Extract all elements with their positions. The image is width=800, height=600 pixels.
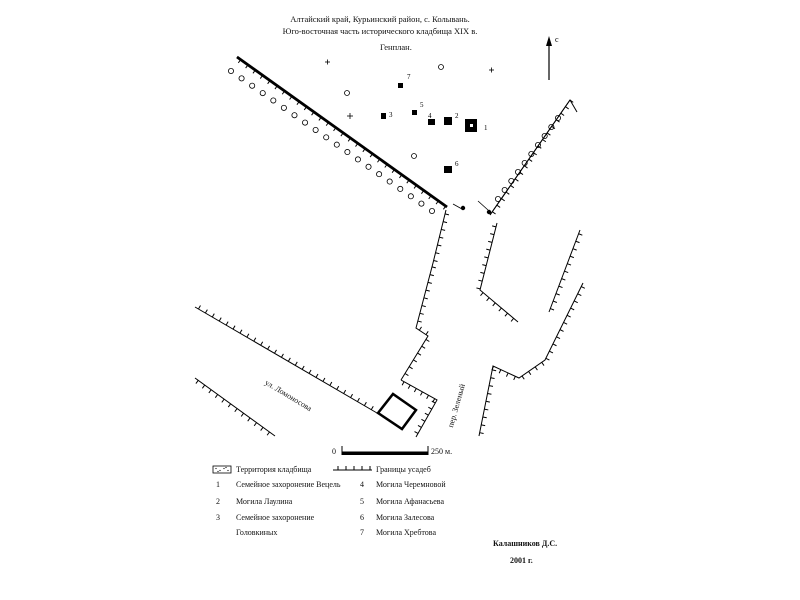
grave-label-2: 2 bbox=[455, 112, 459, 120]
grave-label-5: 5 bbox=[420, 101, 424, 109]
plan-title: Генплан. bbox=[380, 42, 412, 52]
cemetery-markers bbox=[325, 59, 494, 159]
north-label: с bbox=[555, 35, 559, 44]
grave-4 bbox=[428, 119, 435, 125]
legend-num-6: 6 bbox=[360, 513, 364, 522]
gate-marks bbox=[452, 200, 492, 215]
grave-label-7: 7 bbox=[407, 73, 411, 81]
scale-bar bbox=[341, 446, 429, 455]
estate-boundary-icon bbox=[333, 466, 372, 471]
estate-boundaries bbox=[194, 56, 586, 438]
grave-label-3: 3 bbox=[389, 111, 393, 119]
legend-num-2: 2 bbox=[216, 497, 220, 506]
legend-num-7: 7 bbox=[360, 528, 364, 537]
scale-end: 250 м. bbox=[431, 447, 453, 456]
legend-name-5: Могила Афанасьева bbox=[376, 497, 445, 506]
map-region-line: Алтайский край, Курьинский район, с. Кол… bbox=[290, 14, 470, 24]
north-arrow-icon bbox=[546, 36, 552, 80]
grave-label-1: 1 bbox=[484, 124, 488, 132]
legend-cemetery-label: Территория кладбища bbox=[236, 465, 312, 474]
legend-num-1: 1 bbox=[216, 480, 220, 489]
legend-name-6: Могила Залесова bbox=[376, 513, 435, 522]
grave-5 bbox=[412, 110, 417, 115]
grave-6 bbox=[444, 166, 452, 173]
scale-zero: 0 bbox=[332, 447, 336, 456]
grave-label-4: 4 bbox=[428, 112, 432, 120]
grave-label-6: 6 bbox=[455, 160, 459, 168]
legend-num-3: 3 bbox=[216, 513, 220, 522]
legend-num-4: 4 bbox=[360, 480, 364, 489]
legend-name-3: Семейное захоронение bbox=[236, 513, 315, 522]
tree-row-ne bbox=[494, 115, 562, 202]
legend-name-2: Могила Лаулина bbox=[236, 497, 293, 506]
legend-name-7: Могила Хребтова bbox=[376, 528, 437, 537]
plot-square bbox=[376, 392, 418, 431]
signature-year: 2001 г. bbox=[510, 556, 533, 565]
author-signature: Калашников Д.С. bbox=[493, 539, 558, 548]
legend-boundaries-label: Границы усадеб bbox=[376, 465, 431, 474]
grave-2 bbox=[444, 117, 452, 125]
legend-name-3-line2: Головкиных bbox=[236, 528, 278, 537]
tree-row-nw bbox=[227, 68, 435, 214]
legend-num-5: 5 bbox=[360, 497, 364, 506]
grave-3 bbox=[381, 113, 386, 119]
grave-7 bbox=[398, 83, 403, 88]
legend-name-4: Могила Черемновой bbox=[376, 480, 446, 489]
legend-name-1: Семейное захоронение Вецель bbox=[236, 480, 341, 489]
cemetery-territory-icon bbox=[212, 465, 232, 474]
map-subject-line: Юго-восточная часть исторического кладби… bbox=[282, 26, 478, 36]
